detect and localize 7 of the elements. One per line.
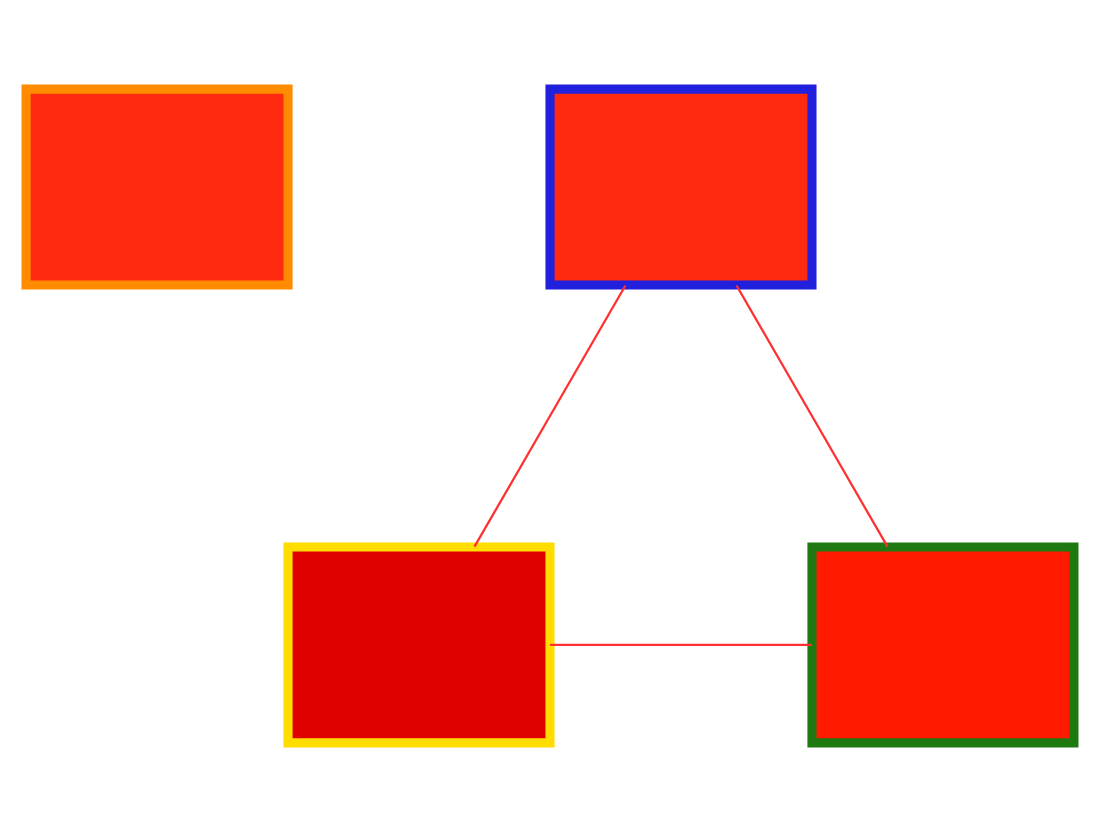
node-box (283, 542, 555, 748)
node-box (21, 84, 293, 290)
connector (473, 284, 627, 548)
connector (550, 643, 812, 647)
connector (735, 284, 889, 548)
node-box (807, 542, 1079, 748)
node-box (545, 84, 817, 290)
